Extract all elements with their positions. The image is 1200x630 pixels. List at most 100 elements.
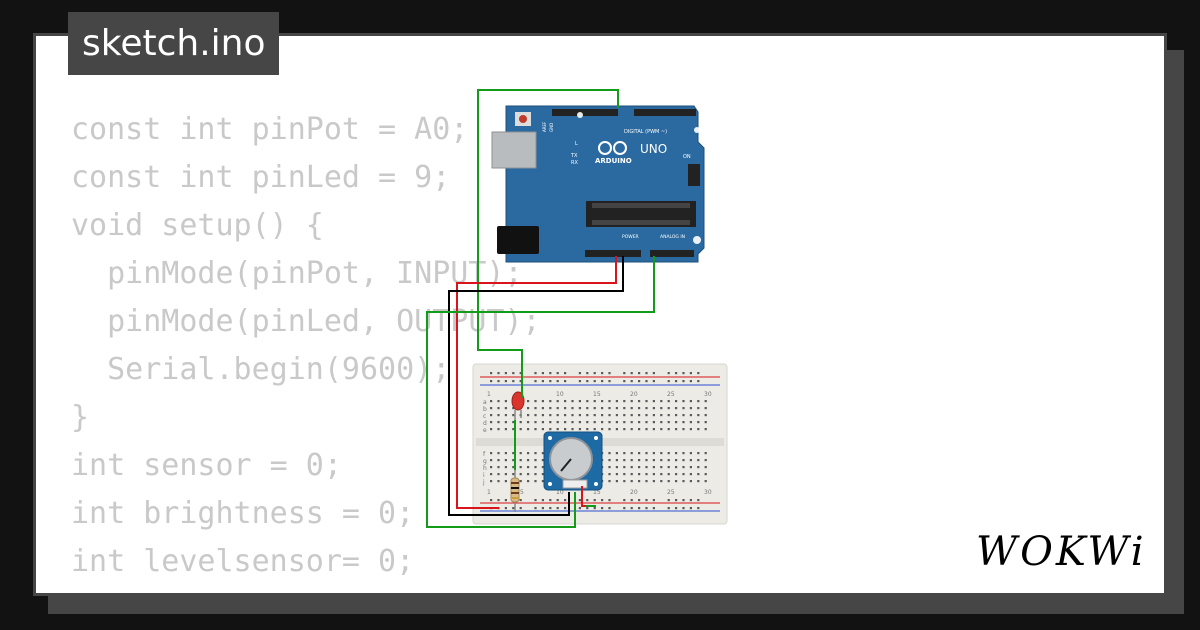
breadboard-hole (689, 507, 692, 510)
breadboard-hole (549, 421, 552, 424)
breadboard-hole (697, 400, 700, 403)
breadboard-hole (675, 480, 678, 483)
breadboard-hole (608, 400, 611, 403)
breadboard-hole (630, 507, 633, 510)
breadboard-hole (534, 452, 537, 455)
column-number: 30 (704, 391, 712, 398)
breadboard-hole (623, 480, 626, 483)
breadboard-hole (586, 380, 589, 383)
breadboard-hole (682, 414, 685, 417)
breadboard-hole (512, 466, 515, 469)
breadboard-hole (675, 473, 678, 476)
l-label: L (575, 141, 578, 147)
row-letter: d (483, 420, 487, 427)
breadboard-hole (519, 428, 522, 431)
breadboard-hole (697, 414, 700, 417)
breadboard-hole (527, 414, 530, 417)
breadboard-hole (623, 452, 626, 455)
breadboard-hole (630, 466, 633, 469)
breadboard-hole (512, 507, 515, 510)
on-label: ON (683, 154, 691, 160)
digital-label: DIGITAL (PWM ~) (624, 129, 667, 135)
breadboard-hole (630, 499, 633, 502)
breadboard-hole (697, 428, 700, 431)
breadboard-hole (675, 428, 678, 431)
breadboard-hole (571, 414, 574, 417)
breadboard-hole (608, 466, 611, 469)
breadboard-hole (564, 380, 567, 383)
breadboard-hole (660, 459, 663, 462)
breadboard-hole (512, 459, 515, 462)
breadboard-hole (689, 372, 692, 375)
file-tab[interactable]: sketch.ino (68, 12, 280, 75)
breadboard-hole (534, 480, 537, 483)
breadboard-hole (541, 459, 544, 462)
breadboard-hole (704, 400, 707, 403)
column-number: 30 (704, 489, 712, 496)
breadboard-hole (675, 452, 678, 455)
breadboard-hole (645, 466, 648, 469)
breadboard-hole (556, 507, 559, 510)
breadboard-hole (578, 380, 581, 383)
breadboard-hole (504, 466, 507, 469)
breadboard-hole (667, 507, 670, 510)
breadboard-hole (549, 414, 552, 417)
breadboard-hole (541, 507, 544, 510)
breadboard-hole (652, 499, 655, 502)
breadboard-hole (689, 400, 692, 403)
breadboard-hole (564, 414, 567, 417)
breadboard-hole (549, 507, 552, 510)
breadboard-hole (660, 480, 663, 483)
breadboard-hole (497, 480, 500, 483)
breadboard-hole (608, 480, 611, 483)
code-line: Serial.begin(9600); (71, 352, 451, 387)
breadboard-hole (541, 473, 544, 476)
breadboard-hole (689, 421, 692, 424)
breadboard-hole (682, 380, 685, 383)
breadboard-hole (667, 372, 670, 375)
reset-button[interactable] (519, 115, 527, 123)
resistor[interactable] (510, 470, 520, 512)
breadboard-hole (675, 372, 678, 375)
breadboard-hole (682, 459, 685, 462)
breadboard-hole (564, 400, 567, 403)
wokwi-logo-text: WOKWi (976, 529, 1147, 575)
breadboard-hole (564, 428, 567, 431)
breadboard-hole (549, 499, 552, 502)
breadboard-hole (519, 466, 522, 469)
potentiometer[interactable] (543, 431, 603, 491)
breadboard-hole (490, 459, 493, 462)
breadboard-hole (564, 407, 567, 410)
row-letter: i (483, 472, 485, 479)
breadboard-hole (697, 480, 700, 483)
breadboard-hole (689, 380, 692, 383)
breadboard-hole (615, 473, 618, 476)
breadboard-hole (504, 421, 507, 424)
breadboard-hole (682, 473, 685, 476)
breadboard-hole (593, 407, 596, 410)
breadboard-hole (660, 414, 663, 417)
breadboard-hole (556, 380, 559, 383)
code-line: int sensor = 0; (71, 448, 342, 483)
wokwi-logo: WOKWi (976, 528, 1152, 576)
breadboard-hole (556, 400, 559, 403)
breadboard-hole (586, 507, 589, 510)
breadboard-hole (630, 380, 633, 383)
breadboard-hole (534, 428, 537, 431)
breadboard-hole (630, 400, 633, 403)
breadboard-hole (652, 380, 655, 383)
breadboard-hole (638, 480, 641, 483)
breadboard-hole (497, 473, 500, 476)
row-letter: f (483, 451, 486, 458)
breadboard-hole (675, 499, 678, 502)
breadboard-hole (578, 372, 581, 375)
breadboard-hole (630, 421, 633, 424)
breadboard-hole (541, 499, 544, 502)
breadboard-hole (534, 400, 537, 403)
row-letter: a (483, 399, 487, 406)
breadboard-hole (660, 421, 663, 424)
breadboard-hole (512, 380, 515, 383)
breadboard-hole (645, 499, 648, 502)
breadboard-hole (645, 480, 648, 483)
breadboard-hole (652, 414, 655, 417)
